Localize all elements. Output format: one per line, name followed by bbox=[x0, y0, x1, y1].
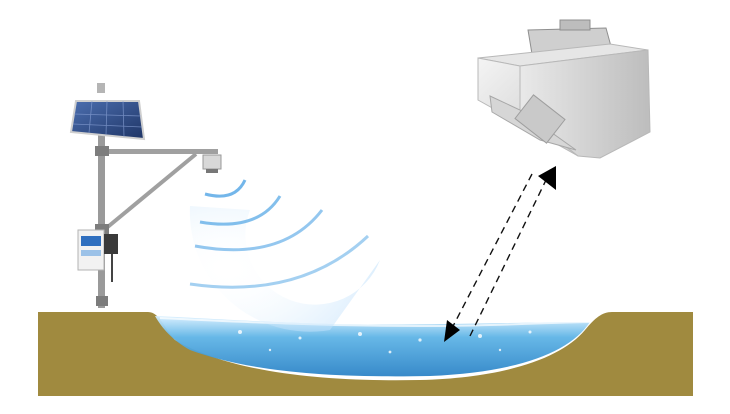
controller-box-icon bbox=[77, 229, 118, 282]
radar-sensor-mini bbox=[202, 154, 222, 170]
solar-panel-icon bbox=[69, 83, 146, 141]
ground-bank bbox=[38, 312, 693, 396]
river-water bbox=[155, 316, 590, 377]
water-surface-highlight bbox=[159, 317, 591, 328]
water-droplets bbox=[238, 330, 532, 354]
radar-wave-icon bbox=[189, 179, 380, 332]
bidirectional-arrow-icon bbox=[444, 166, 556, 342]
monitoring-pole bbox=[95, 128, 222, 308]
radar-sensor-icon bbox=[477, 19, 651, 159]
